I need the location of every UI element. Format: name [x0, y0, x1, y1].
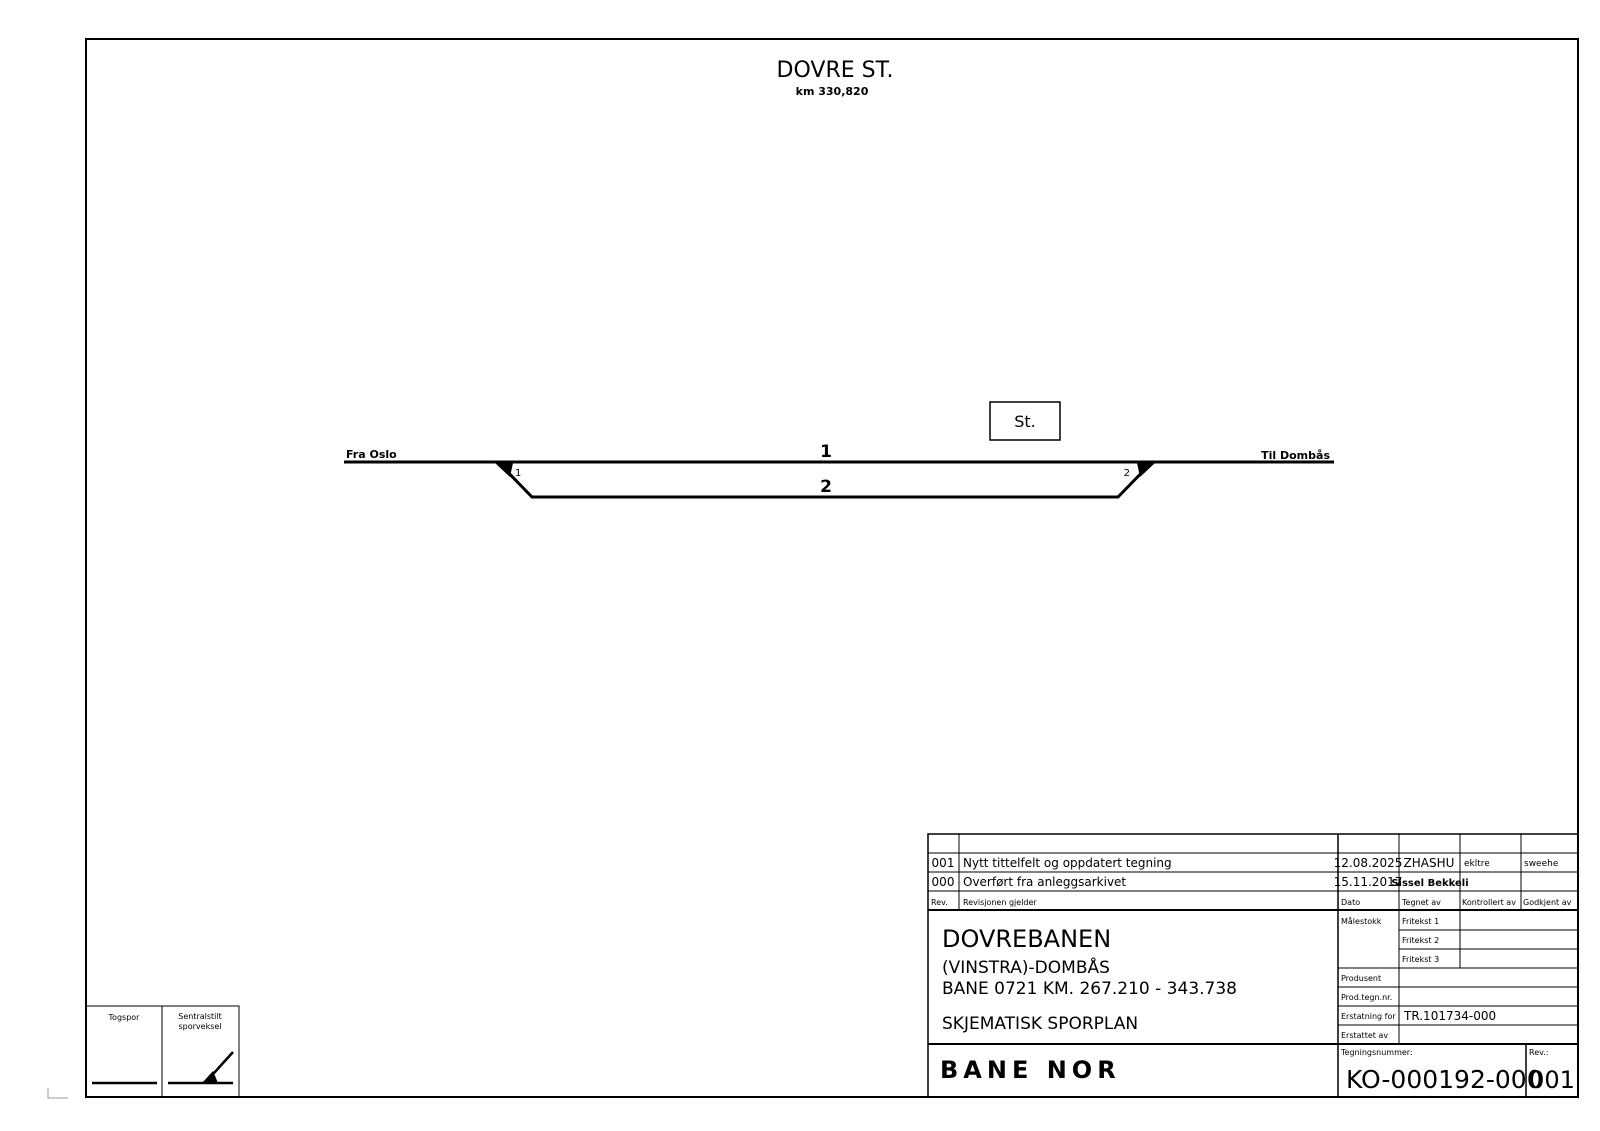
signature-checked: ekltre [1464, 859, 1490, 869]
rev-000-number: 000 [932, 875, 955, 889]
bane-nor-logo: BANE NOR [940, 1056, 1121, 1084]
header-approved-by: Godkjent av [1523, 898, 1572, 907]
station-km: km 330,820 [796, 85, 869, 98]
label-produsent: Produsent [1341, 974, 1381, 983]
header-checked-by: Kontrollert av [1462, 898, 1516, 907]
switch-2-label: 2 [1124, 468, 1130, 479]
signature-approved: sweehe [1524, 859, 1559, 869]
label-erstatning-for: Erstatning for [1341, 1012, 1396, 1021]
header-date: Dato [1341, 898, 1360, 907]
switch-1-label: 1 [515, 468, 521, 479]
rev-000-date: 15.11.2017 [1334, 875, 1403, 889]
rev-001-description: Nytt tittelfelt og oppdatert tegning [963, 856, 1172, 870]
legend-togspor: Togspor [108, 1013, 141, 1022]
label-prod-tegn-nr: Prod.tegn.nr. [1341, 993, 1392, 1002]
sheet-frame [85, 38, 1579, 1098]
legend-sporveksel-line2: sporveksel [178, 1022, 221, 1031]
side-track [496, 460, 1154, 499]
rev-001-drawn-by: ZHASHU [1404, 856, 1455, 870]
label-tegningsnummer: Tegningsnummer: [1340, 1048, 1413, 1057]
switch-marker-left [495, 463, 513, 477]
title-block: 001 Nytt tittelfelt og oppdatert tegning… [927, 833, 1579, 1098]
switch-marker-right [1137, 463, 1155, 477]
legend-sporveksel-line1: Sentralstilt [178, 1012, 222, 1021]
label-fritekst-2: Fritekst 2 [1402, 936, 1439, 945]
value-erstatning-for: TR.101734-000 [1403, 1009, 1496, 1023]
rev-000-description: Overført fra anleggsarkivet [963, 875, 1126, 889]
direction-left: Fra Oslo [346, 448, 397, 461]
legend: Togspor Sentralstilt sporveksel [85, 1005, 240, 1098]
title-line-4: SKJEMATISK SPORPLAN [942, 1014, 1138, 1034]
station-building-label: St. [1014, 412, 1036, 431]
rev-000-drawn-by: Sissel Bekkeli [1391, 878, 1468, 889]
header-drawn-by: Tegnet av [1401, 898, 1441, 907]
label-fritekst-1: Fritekst 1 [1402, 917, 1439, 926]
station-title: DOVRE ST. [777, 58, 894, 83]
track-1-label: 1 [820, 442, 832, 462]
drawing-rev: 001 [1529, 1066, 1575, 1094]
title-line-3: BANE 0721 KM. 267.210 - 343.738 [942, 979, 1237, 999]
rev-001-number: 001 [932, 856, 955, 870]
title-line-1: DOVREBANEN [942, 925, 1111, 953]
drawing-number: KO-000192-000 [1346, 1065, 1543, 1094]
station-building [989, 401, 1061, 441]
header-description: Revisjonen gjelder [963, 898, 1037, 907]
label-fritekst-3: Fritekst 3 [1402, 955, 1439, 964]
direction-right: Til Dombås [1261, 449, 1330, 462]
legend-switch-marker [202, 1071, 218, 1083]
rev-001-date: 12.08.2025 [1334, 856, 1403, 870]
title-line-2: (VINSTRA)-DOMBÅS [942, 956, 1110, 978]
label-erstattet-av: Erstattet av [1341, 1031, 1388, 1040]
label-rev: Rev.: [1529, 1048, 1548, 1057]
corner-mark [47, 1088, 68, 1099]
header-rev: Rev. [931, 898, 948, 907]
label-malestokk: Målestokk [1341, 916, 1382, 926]
track-2-label: 2 [820, 477, 832, 497]
